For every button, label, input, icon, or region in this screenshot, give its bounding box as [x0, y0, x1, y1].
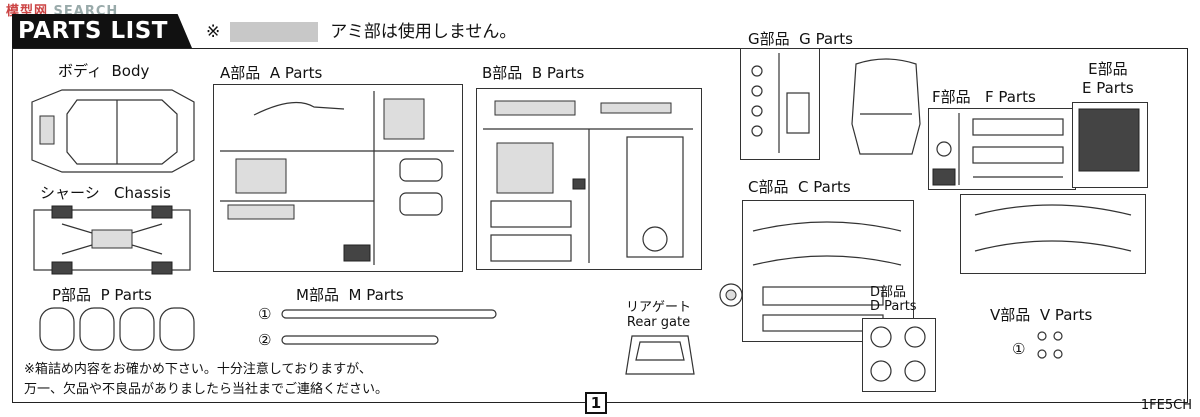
e-parts-sprue — [1072, 102, 1148, 188]
v-item-1-number: ① — [1012, 340, 1026, 358]
p-parts-label: P部品 P Parts — [52, 286, 152, 304]
f-parts-sprue-bottom — [960, 194, 1146, 274]
footer-line-1: ※箱詰め内容をお確かめ下さい。十分注意しておりますが、 — [24, 362, 372, 377]
b-parts-sprue — [476, 88, 702, 270]
f-parts-sprue-left — [928, 108, 1076, 190]
p-parts-tires — [39, 307, 195, 351]
body-illustration — [31, 89, 195, 173]
f-parts-label: F部品 F Parts — [932, 88, 1036, 106]
a-parts-sprue — [213, 84, 463, 272]
mesh-swatch — [230, 22, 319, 42]
g-parts-seat — [851, 58, 921, 155]
rear-gate-label: リアゲート Rear gate — [626, 300, 692, 330]
d-parts-sprue — [862, 318, 936, 392]
product-code: 1FE5CH — [1140, 398, 1192, 413]
chassis-label: シャーシ Chassis — [40, 184, 171, 202]
d-parts-label: D部品 D Parts — [870, 285, 917, 314]
e-parts-label: E部品 E Parts — [1082, 60, 1134, 97]
v-parts-label: V部品 V Parts — [990, 306, 1093, 324]
g-parts-sprue — [740, 48, 820, 160]
page-title: PARTS LIST — [12, 14, 192, 48]
g-parts-label: G部品 G Parts — [748, 30, 853, 48]
note-text: アミ部は使用しません。 — [330, 22, 517, 42]
footer-line-2: 万一、欠品や不良品がありましたら当社までご連絡ください。 — [24, 382, 389, 397]
m-parts-rods — [281, 309, 497, 345]
m-parts-label: M部品 M Parts — [296, 286, 404, 304]
c-parts-dial — [719, 283, 743, 307]
c-parts-label: C部品 C Parts — [748, 178, 851, 196]
chassis-illustration — [33, 205, 191, 275]
mesh-note: ※ アミ部は使用しません。 — [206, 17, 516, 42]
a-parts-label: A部品 A Parts — [220, 64, 323, 82]
b-parts-label: B部品 B Parts — [482, 64, 585, 82]
page-number: 1 — [585, 392, 607, 414]
m-item-1-number: ① — [258, 305, 272, 323]
m-item-2-number: ② — [258, 331, 272, 349]
rear-gate-illustration — [625, 335, 695, 375]
v-parts-pins — [1037, 331, 1063, 359]
note-mark: ※ — [206, 22, 221, 42]
body-label: ボディ Body — [58, 62, 150, 80]
